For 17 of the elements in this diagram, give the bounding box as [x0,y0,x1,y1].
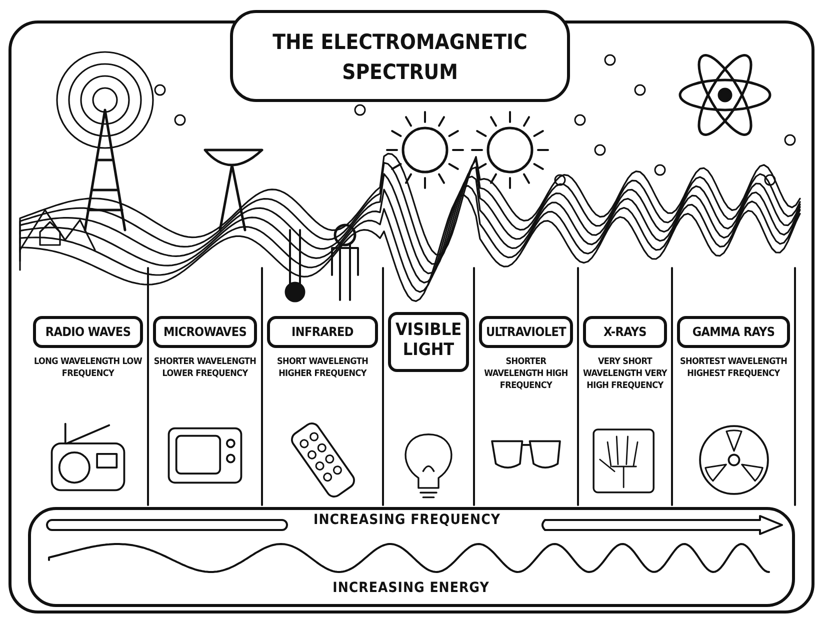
title: THE ELECTROMAGNETIC SPECTRUM [230,10,570,102]
scale-panel [28,507,795,607]
scale-label: INCREASING FREQUENCY [312,512,502,528]
band-name-label: VISIBLE LIGHT [388,312,469,372]
band-name-label: ULTRAVIOLET [479,316,573,348]
band-name-label: GAMMA RAYS [677,316,790,348]
band-name-label: INFRARED [267,316,378,348]
band-description: SHORTER WAVELENGTH HIGH FREQUENCY [483,356,569,392]
band-description: SHORTEST WAVELENGTH HIGHEST FREQUENCY [678,356,788,380]
band-description: SHORT WAVELENGTH HIGHER FREQUENCY [276,356,370,380]
scale-label: INCREASING ENERGY [332,580,490,596]
band-description: SHORTER WAVELENGTH LOWER FREQUENCY [152,356,258,380]
band-description: LONG WAVELENGTH LOW FREQUENCY [33,356,143,380]
band-description: VERY SHORT WAVELENGTH VERY HIGH FREQUENCY [582,356,668,392]
band-name-label: MICROWAVES [153,316,257,348]
band-name-label: X-RAYS [583,316,667,348]
band-name-label: RADIO WAVES [33,316,143,348]
